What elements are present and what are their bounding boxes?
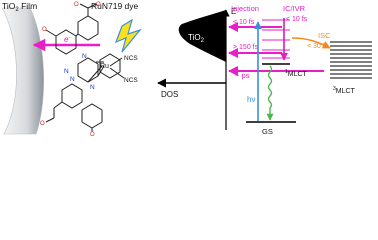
oxygen-atom: O — [96, 2, 101, 8]
dye-label: RuN719 dye — [91, 1, 139, 11]
isc-arrow — [291, 37, 331, 49]
triplet-mlct-label: 3MLCT — [333, 86, 356, 95]
oxygen-atom: O — [40, 121, 45, 127]
triplet-mlct-levels — [330, 41, 372, 79]
film-label: TiO2 Film — [2, 1, 37, 13]
icivr-time: < 10 fs — [286, 16, 308, 23]
oxygen-atom: O — [90, 132, 95, 136]
icivr-label: IC/IVR — [283, 4, 306, 13]
injection-slow-time: > 150 fs — [233, 44, 259, 51]
dos-axis-label: DOS — [161, 90, 178, 99]
nitrogen-atom: N — [90, 84, 95, 91]
ncs-ligand: NCS — [124, 77, 138, 84]
tio2-dos-label: TiO2 — [188, 33, 205, 44]
nitrogen-atom: N — [70, 76, 75, 83]
ncs-ligand: NCS — [124, 55, 138, 62]
injection-fast-time: < 10 fs — [233, 19, 255, 26]
isc-label: ISC — [318, 31, 331, 40]
oxygen-atoms: O O O O O — [40, 2, 101, 136]
tio2-film — [1, 7, 45, 135]
ground-state-label: GS — [262, 127, 273, 136]
energy-axis-label: E — [231, 7, 236, 16]
oxygen-atom: O — [74, 2, 79, 8]
oxygen-atom: O — [42, 27, 47, 33]
injection-label: Injection — [231, 4, 259, 13]
lightning-bolt-icon — [114, 18, 142, 53]
emission-arrow — [266, 65, 274, 121]
isc-time: < 30 fs — [307, 43, 329, 50]
ru-atom: Ru — [100, 63, 109, 70]
hv-label: hν — [247, 95, 255, 104]
tio2-dos-curve — [178, 10, 226, 62]
diagram-canvas: TiO2 Film RuN719 dye e- O O — [1, 1, 372, 136]
singlet-mlct-label: 1MLCT — [285, 69, 308, 78]
nitrogen-atom: N — [64, 68, 69, 75]
ps-label: ~ ps — [235, 71, 250, 80]
nitrogen-atom: N — [82, 53, 87, 60]
electron-label: e- — [64, 35, 70, 44]
ru-dye-molecule — [45, 3, 125, 132]
